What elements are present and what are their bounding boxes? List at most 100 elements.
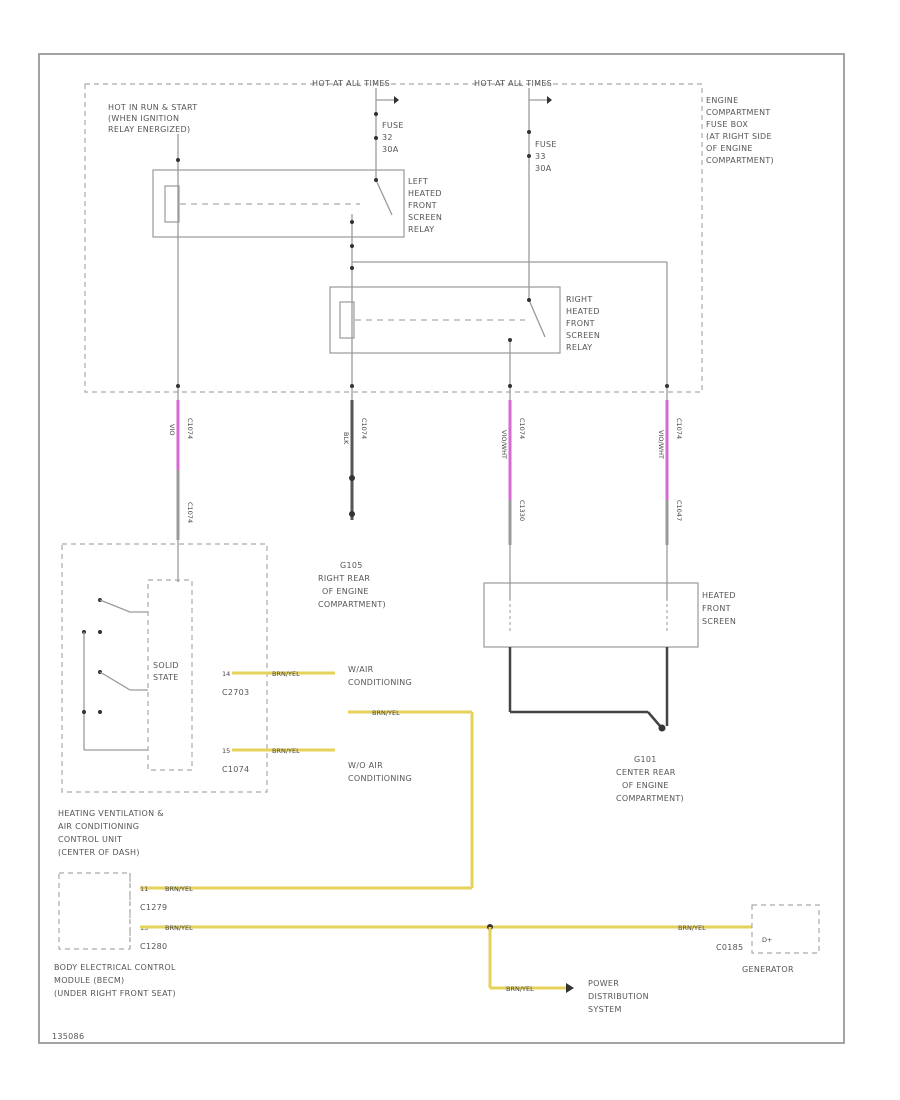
power-dist-label-2: DISTRIBUTION [588,992,649,1001]
wire-2-color: BLK [342,432,350,445]
wire-3-conn2: C1330 [518,500,526,521]
fuse-32: FUSE 32 30A [374,88,404,180]
fuse-33-label-1: FUSE [535,140,557,149]
fuse-32-label-1: FUSE [382,121,404,130]
wire-yel-2: BRN/YEL [272,747,300,755]
left-relay: LEFT HEATED FRONT SCREEN RELAY [152,169,442,238]
becm-label-2: MODULE (BECM) [54,976,124,985]
solid-state-label-1: SOLID [153,661,179,670]
becm-label-1: BODY ELECTRICAL CONTROL [54,963,176,972]
fuse-33: FUSE 33 30A [527,88,557,300]
hvac-label-1: HEATING VENTILATION & [58,809,164,818]
wire-1-conn2: C1074 [186,502,194,523]
footer-code: 135086 [52,1032,84,1041]
left-relay-label-3: FRONT [408,201,437,210]
ground-g101-label-3: COMPARTMENT) [616,794,684,803]
wire-vio-wht-4: VIO/WHT C1074 C1047 [657,400,683,600]
becm-module: 11 C1279 13 C1280 [58,872,167,951]
generator-pin: D+ [762,936,772,944]
wire-vio-1: VIO C1074 C1074 [168,400,194,582]
right-relay-label-4: SCREEN [566,331,600,340]
hvac-conn-a: C2703 [222,688,249,697]
heated-screen-label-3: SCREEN [702,617,736,626]
wire-3-color: VIO/WHT [500,430,508,459]
wire-3-conn: C1074 [518,418,526,439]
hvac-pin-a: 14 [222,670,230,678]
ground-g105-label-3: COMPARTMENT) [318,600,386,609]
hvac-label-2: AIR CONDITIONING [58,822,139,831]
wire-yel-6: BRN/YEL [678,924,706,932]
power-dist-label-1: POWER [588,979,619,988]
wo-air-cond-label-1: W/O AIR [348,761,383,770]
hot-in-run-label-1: HOT IN RUN & START [108,103,197,112]
wire-yel-4: BRN/YEL [165,885,193,893]
hvac-label-3: CONTROL UNIT [58,835,122,844]
wire-4-conn2: C1047 [675,500,683,521]
ground-g101-label-2: OF ENGINE [622,781,669,790]
left-relay-label-5: RELAY [408,225,435,234]
wire-4-conn: C1074 [675,418,683,439]
right-relay-label-5: RELAY [566,343,593,352]
w-air-cond-label-1: W/AIR [348,665,374,674]
fuse-box-label-3: FUSE BOX [706,120,748,129]
heated-screen-label-2: FRONT [702,604,731,613]
wire-2-conn: C1074 [360,418,368,439]
power-dist-label-3: SYSTEM [588,1005,622,1014]
becm-conn-a: C1279 [140,903,167,912]
left-relay-coil [164,185,180,223]
solid-state-label-2: STATE [153,673,179,682]
diagram-frame [38,53,845,1044]
hvac-control-unit: SOLID STATE 14 C2703 15 C1074 [61,543,268,793]
fuse-box-outline [84,83,703,393]
fuse-box-label-2: COMPARTMENT [706,108,771,117]
hot-in-run-label-2: (WHEN IGNITION [108,114,179,123]
generator: D+ C0185 [716,904,820,954]
wire-4-color: VIO/WHT [657,430,665,459]
right-relay-label-1: RIGHT [566,295,593,304]
ground-wires-g101 [508,647,669,732]
right-relay-coil [339,301,355,339]
becm-label-3: (UNDER RIGHT FRONT SEAT) [54,989,176,998]
left-relay-label-1: LEFT [408,177,428,186]
heated-screen-label-1: HEATED [702,591,736,600]
hvac-label-4: (CENTER OF DASH) [58,848,140,857]
fuse-33-label-2: 33 [535,152,546,161]
ground-g101-id: G101 [634,755,657,764]
right-relay-label-2: HEATED [566,307,600,316]
wire-yel-5: BRN/YEL [165,924,193,932]
wire-yellow-becm-a: BRN/YEL BRN/YEL [140,709,474,893]
ground-g105-id: G105 [340,561,363,570]
left-relay-label-4: SCREEN [408,213,442,222]
hot-at-all-times-label-2: HOT AT ALL TIMES [474,79,552,88]
w-air-cond-label-2: CONDITIONING [348,678,412,687]
generator-conn: C0185 [716,943,743,952]
ground-g101-label-1: CENTER REAR [616,768,676,777]
wire-1-color: VIO [168,424,176,435]
becm-pin-a: 11 [140,885,148,893]
fuse-box-label-1: ENGINE [706,96,738,105]
wire-yellow-hvac-b: BRN/YEL [232,747,335,755]
right-relay-label-3: FRONT [566,319,595,328]
wire-yel-3: BRN/YEL [372,709,400,717]
wire-yellow-hvac-a: BRN/YEL [232,670,335,678]
wire-blk-2: BLK C1074 [342,400,368,520]
wire-yellow-generator: BRN/YEL BRN/YEL BRN/YEL [140,924,752,993]
hot-at-all-times-label-1: HOT AT ALL TIMES [312,79,390,88]
hvac-conn-b: C1074 [222,765,249,774]
fuse-33-label-3: 30A [535,164,552,173]
left-relay-label-2: HEATED [408,189,442,198]
fuse-32-label-3: 30A [382,145,399,154]
wire-vio-wht-3: VIO/WHT C1074 C1330 [500,400,526,600]
fuse-box-label-5: OF ENGINE [706,144,753,153]
right-relay: RIGHT HEATED FRONT SCREEN RELAY [329,286,600,400]
hvac-pin-b: 15 [222,747,230,755]
fuse-32-label-2: 32 [382,133,393,142]
wire-yel-7: BRN/YEL [506,985,534,993]
wo-air-cond-label-2: CONDITIONING [348,774,412,783]
hot-in-run-label-3: RELAY ENERGIZED) [108,125,190,134]
wire-yel-1: BRN/YEL [272,670,300,678]
ground-g105-label-2: OF ENGINE [322,587,369,596]
wire-1-conn: C1074 [186,418,194,439]
ground-g105-label-1: RIGHT REAR [318,574,370,583]
